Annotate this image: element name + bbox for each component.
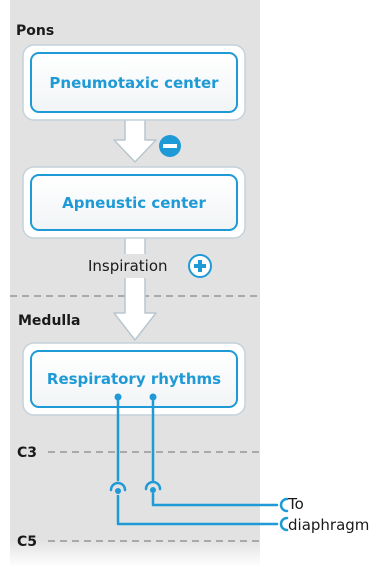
phrenic-nerve-path-lower [116,395,279,526]
pathway-origin-dot-right [149,393,157,401]
pneumotaxic-center-box: Pneumotaxic center [22,44,246,121]
inhibit-arrow [113,117,157,163]
phrenic-pathways [109,395,289,532]
c5-label: C5 [17,534,37,550]
inhibition-minus-icon [159,135,181,157]
synapse-dot-right [150,487,156,493]
inspiration-label: Inspiration [88,257,168,275]
c3-label: C3 [17,445,37,461]
synapse-left-icon [109,481,127,492]
to-label: To [287,495,304,513]
medulla-label: Medulla [18,313,80,329]
phrenic-nerve-path-upper [151,395,279,507]
terminal-bracket-lower [279,516,289,532]
synapse-dot-left [115,488,121,494]
apneustic-center-label: Apneustic center [62,194,206,212]
diaphragm-label: diaphragm [288,516,369,534]
pneumotaxic-center-label: Pneumotaxic center [49,74,219,92]
respiratory-rhythms-label: Respiratory rhythms [47,370,221,388]
pathway-origin-dot-left [114,393,122,401]
pons-label: Pons [16,23,54,39]
respiratory-rhythms-box: Respiratory rhythms [22,342,246,416]
spinal-panel-fade [10,540,260,567]
apneustic-center-box: Apneustic center [22,166,246,239]
synapse-right-icon [144,480,162,491]
excitation-plus-icon [188,254,212,278]
terminal-bracket-upper [279,497,289,513]
excite-arrow [113,230,157,341]
